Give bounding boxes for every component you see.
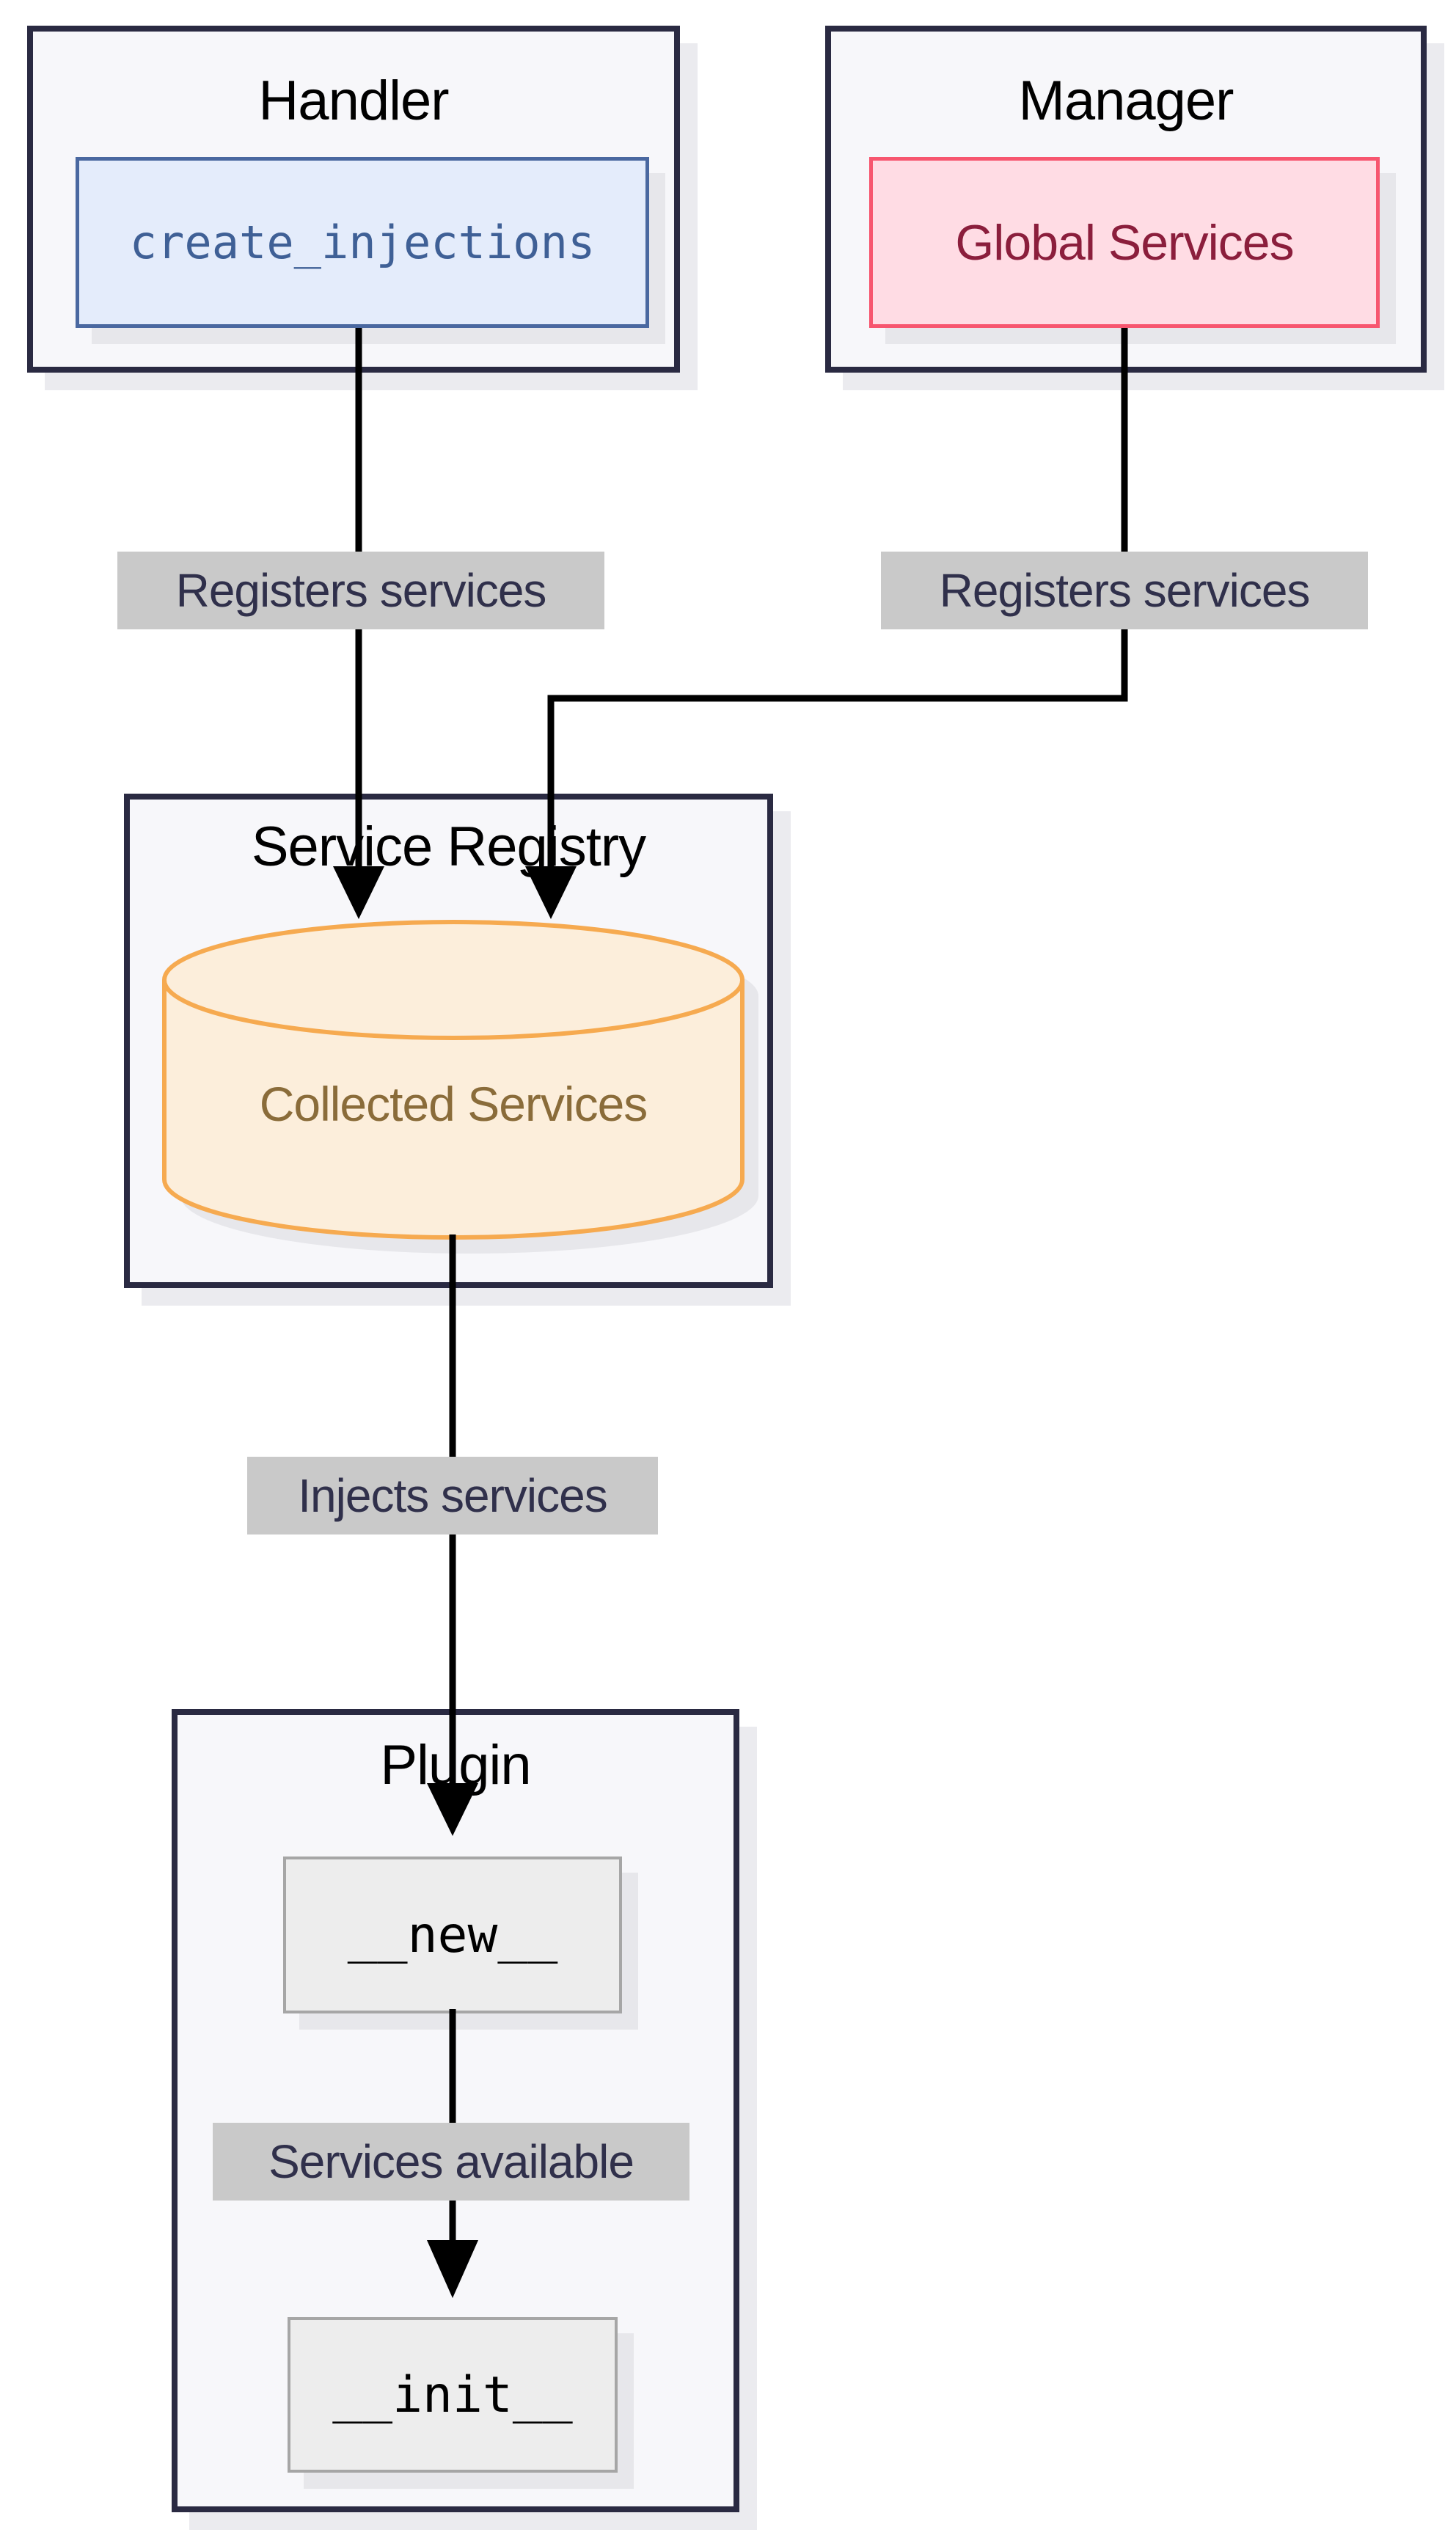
- plugin-title: Plugin: [380, 1734, 531, 1796]
- node-global-services: Global Services: [869, 157, 1380, 328]
- service-registry-title: Service Registry: [251, 816, 646, 878]
- node-init: __init__: [288, 2317, 618, 2473]
- cluster-plugin: Plugin __new__ __init__: [172, 1709, 739, 2512]
- cluster-handler: Handler create_injections: [27, 26, 680, 373]
- node-new: __new__: [283, 1857, 622, 2013]
- cluster-service-registry: Service Registry: [124, 794, 773, 1288]
- handler-title: Handler: [258, 70, 449, 132]
- node-collected-services: Collected Services: [259, 1077, 648, 1131]
- manager-title: Manager: [1018, 70, 1234, 132]
- edge-label-services-available: Services available: [213, 2123, 689, 2201]
- node-create-injections: create_injections: [76, 157, 649, 328]
- edge-label-registers-services-right: Registers services: [881, 552, 1368, 629]
- edge-label-injects-services: Injects services: [247, 1457, 658, 1534]
- cluster-manager: Manager Global Services: [825, 26, 1427, 373]
- edge-label-registers-services-left: Registers services: [117, 552, 604, 629]
